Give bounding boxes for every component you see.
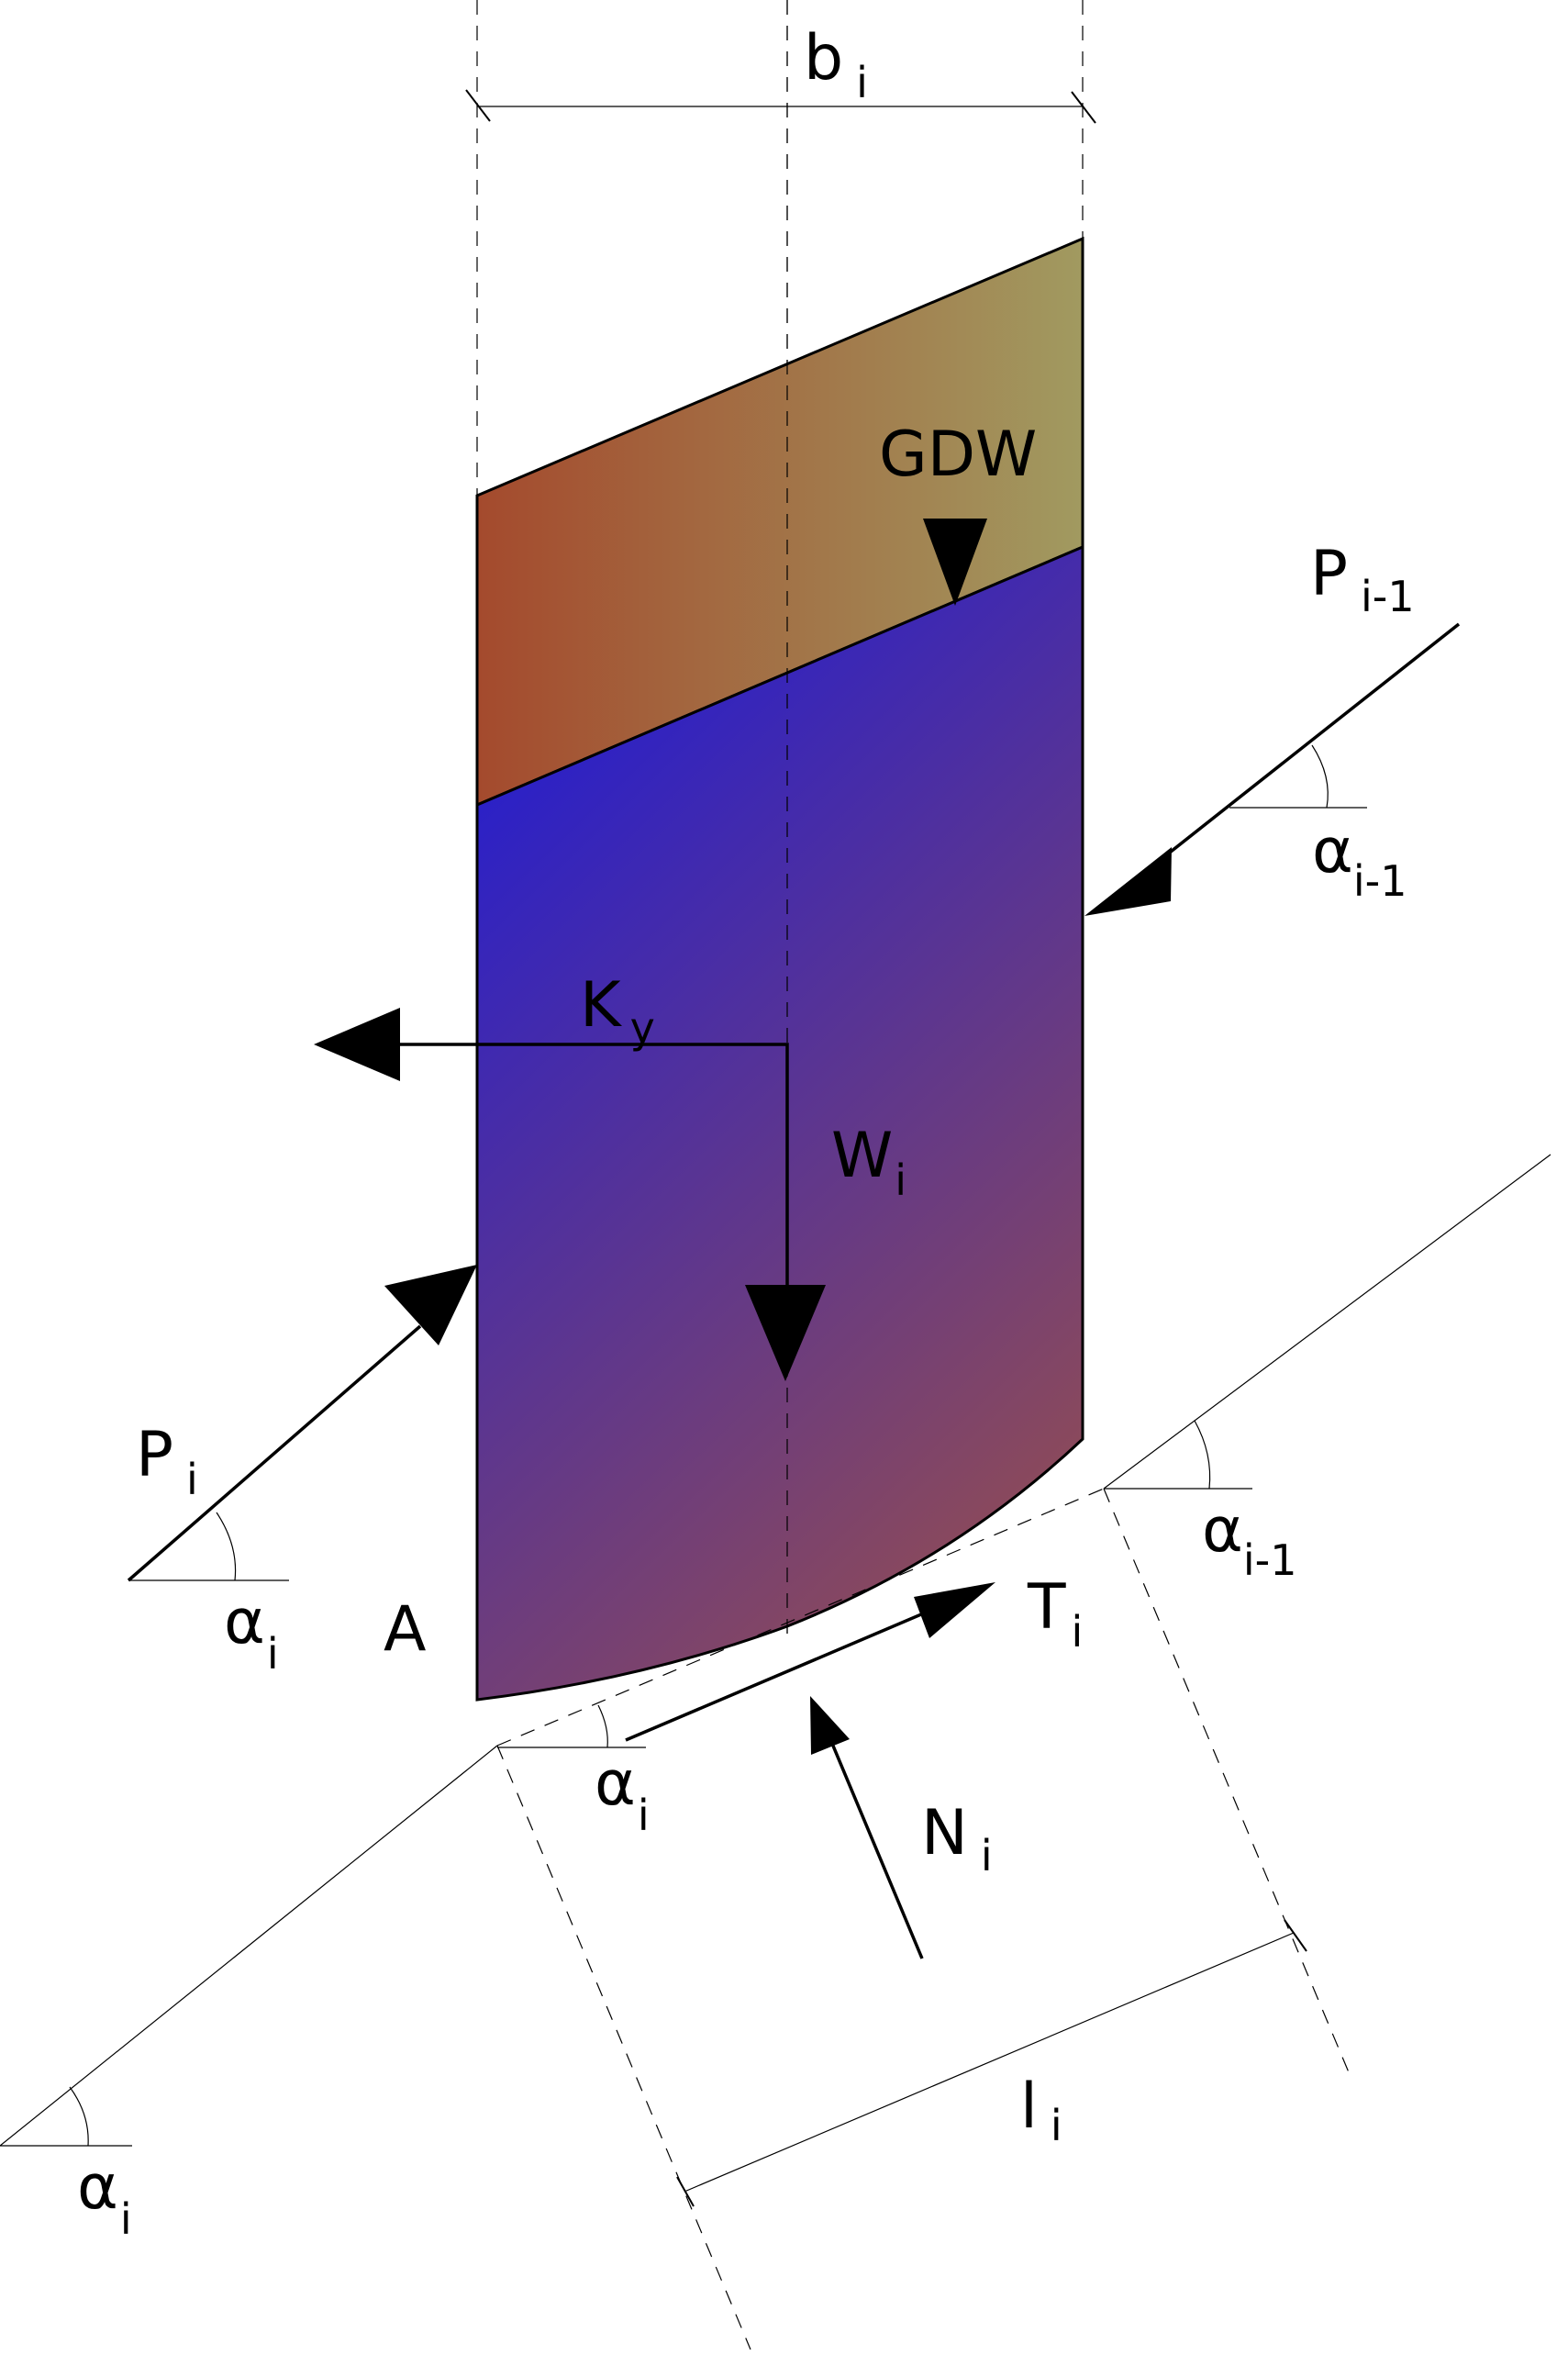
force-ti-arrowhead-icon [914, 1582, 995, 1638]
label-wi: Wi [831, 1120, 906, 1205]
force-wi-arrowhead-icon [745, 1285, 826, 1381]
force-p-prev-line [1134, 622, 1461, 881]
force-pi-line [127, 1324, 422, 1582]
force-ky-arrowhead-icon [314, 1008, 400, 1081]
right-slope-line [1103, 1154, 1551, 1490]
force-ky-wi-line [398, 1043, 789, 1320]
force-pi-arrowhead-icon [384, 1265, 477, 1345]
length-dimension-tick-left [676, 2176, 695, 2207]
force-ni-arrowhead-icon [810, 1696, 850, 1755]
label-alpha-prev-top: αi-1 [1312, 815, 1407, 906]
force-p-prev-arrowhead-icon [1084, 847, 1172, 916]
angle-arc-prev-top [1311, 744, 1329, 809]
label-alpha-bottom: αi [77, 2151, 132, 2244]
length-dimension-tick-right [1284, 1919, 1307, 1952]
label-alpha-prev-right: αi-1 [1202, 1494, 1296, 1585]
groundwater-marker-icon [923, 519, 987, 606]
angle-arc-prev-right [1194, 1420, 1211, 1490]
width-dimension-tick-right [1071, 91, 1096, 124]
left-slope-line [0, 1745, 498, 2147]
label-gdw: GDW [879, 419, 1037, 491]
length-dimension-line [684, 1932, 1295, 2193]
force-ti-line [625, 1602, 946, 1742]
force-ni-line [828, 1738, 924, 1959]
label-point-a: A [384, 1593, 427, 1666]
li-right-perpendicular [1103, 1488, 1350, 2073]
base-chord-line [496, 1488, 1105, 1747]
label-alpha-base: αi [595, 1747, 650, 1840]
angle-arc-base [597, 1704, 608, 1748]
li-left-perpendicular [496, 1745, 751, 2350]
label-alpha-left: αi [224, 1586, 279, 1679]
angle-arc-bottom [69, 2086, 89, 2147]
angle-arc-pi [216, 1512, 237, 1581]
width-dimension-tick-left [465, 89, 491, 122]
